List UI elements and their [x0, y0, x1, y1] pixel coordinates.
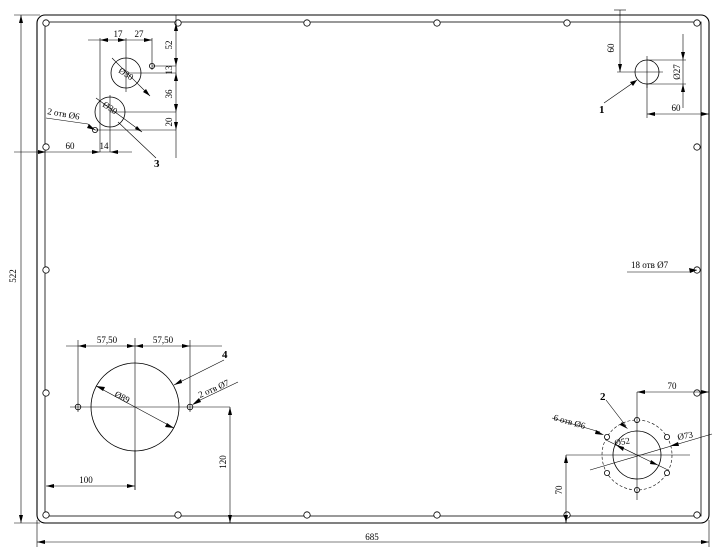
item4-offset-bottom: 120 — [218, 455, 228, 469]
item3-dim-14: 14 — [100, 141, 110, 151]
item3-lower-diameter: Ø30 — [101, 99, 120, 116]
item3-upper-diameter: Ø30 — [117, 65, 136, 82]
item2-cutout: 70 70 6 отв Ø6 Ø52 Ø73 2 — [551, 381, 713, 523]
item4-bore-diameter: Ø89 — [113, 389, 132, 405]
edge-holes-note: 18 отв Ø7 — [631, 260, 669, 270]
item2-offset-right: 70 — [668, 381, 678, 391]
item1-label: 1 — [599, 104, 605, 116]
edge-hole — [563, 19, 571, 27]
edge-hole — [42, 19, 50, 27]
overall-width-label: 685 — [365, 532, 379, 542]
item2-small-hole — [664, 469, 671, 476]
item2-small-hole — [604, 433, 611, 440]
item2-bore-diameter: Ø52 — [614, 435, 631, 448]
edge-hole — [303, 19, 311, 27]
item2-offset-bottom: 70 — [554, 485, 564, 495]
edge-hole — [693, 389, 701, 397]
item2-pcd-diameter: Ø73 — [677, 429, 694, 442]
item1-diameter: Ø27 — [672, 64, 682, 80]
edge-hole — [42, 389, 50, 397]
item4-holes-note: 2 отв Ø7 — [197, 377, 231, 400]
item3-dim-13: 13 — [164, 65, 174, 75]
item4-offset-left: 100 — [79, 475, 93, 485]
edge-hole — [303, 511, 311, 519]
edge-hole — [433, 511, 441, 519]
item3-dim-52: 52 — [164, 41, 174, 50]
edge-holes-callout: 18 отв Ø7 — [627, 260, 698, 273]
edge-hole — [42, 143, 50, 151]
item3-cutout: 17 27 52 13 36 20 Ø30 Ø30 2 отв Ø6 60 14 — [14, 15, 178, 170]
item3-label: 3 — [154, 158, 160, 170]
overall-width-dimension: 685 — [36, 520, 710, 547]
panel-outline — [36, 14, 710, 524]
item3-dim-20: 20 — [164, 117, 174, 127]
edge-mounting-holes — [42, 19, 701, 519]
edge-hole — [174, 511, 182, 519]
edge-hole — [433, 19, 441, 27]
item3-dim-17: 17 — [114, 29, 124, 39]
overall-height-label: 522 — [8, 269, 18, 283]
item1-offset-top: 60 — [606, 43, 616, 53]
overall-height-dimension: 522 — [8, 14, 40, 524]
item1-cutout: 60 Ø27 60 1 — [599, 9, 709, 118]
edge-hole — [174, 19, 182, 27]
item1-offset-right: 60 — [672, 103, 682, 113]
item2-label: 2 — [600, 391, 606, 403]
item3-holes-note: 2 отв Ø6 — [47, 106, 81, 122]
item2-small-hole — [664, 433, 671, 440]
edge-hole — [693, 19, 701, 27]
edge-hole — [42, 511, 50, 519]
item4-cutout: 57,50 57,50 Ø89 2 отв Ø7 100 120 4 — [46, 335, 239, 523]
edge-hole — [42, 266, 50, 274]
edge-hole — [693, 143, 701, 151]
item3-dim-36: 36 — [164, 89, 174, 99]
item2-holes-note: 6 отв Ø6 — [552, 412, 587, 431]
item4-half-spacing-left: 57,50 — [97, 335, 118, 345]
item4-label: 4 — [222, 349, 228, 361]
item4-half-spacing-right: 57,50 — [153, 335, 174, 345]
item3-dim-60: 60 — [66, 141, 76, 151]
item2-small-hole — [604, 469, 611, 476]
edge-hole — [693, 511, 701, 519]
item3-dim-27: 27 — [135, 29, 145, 39]
